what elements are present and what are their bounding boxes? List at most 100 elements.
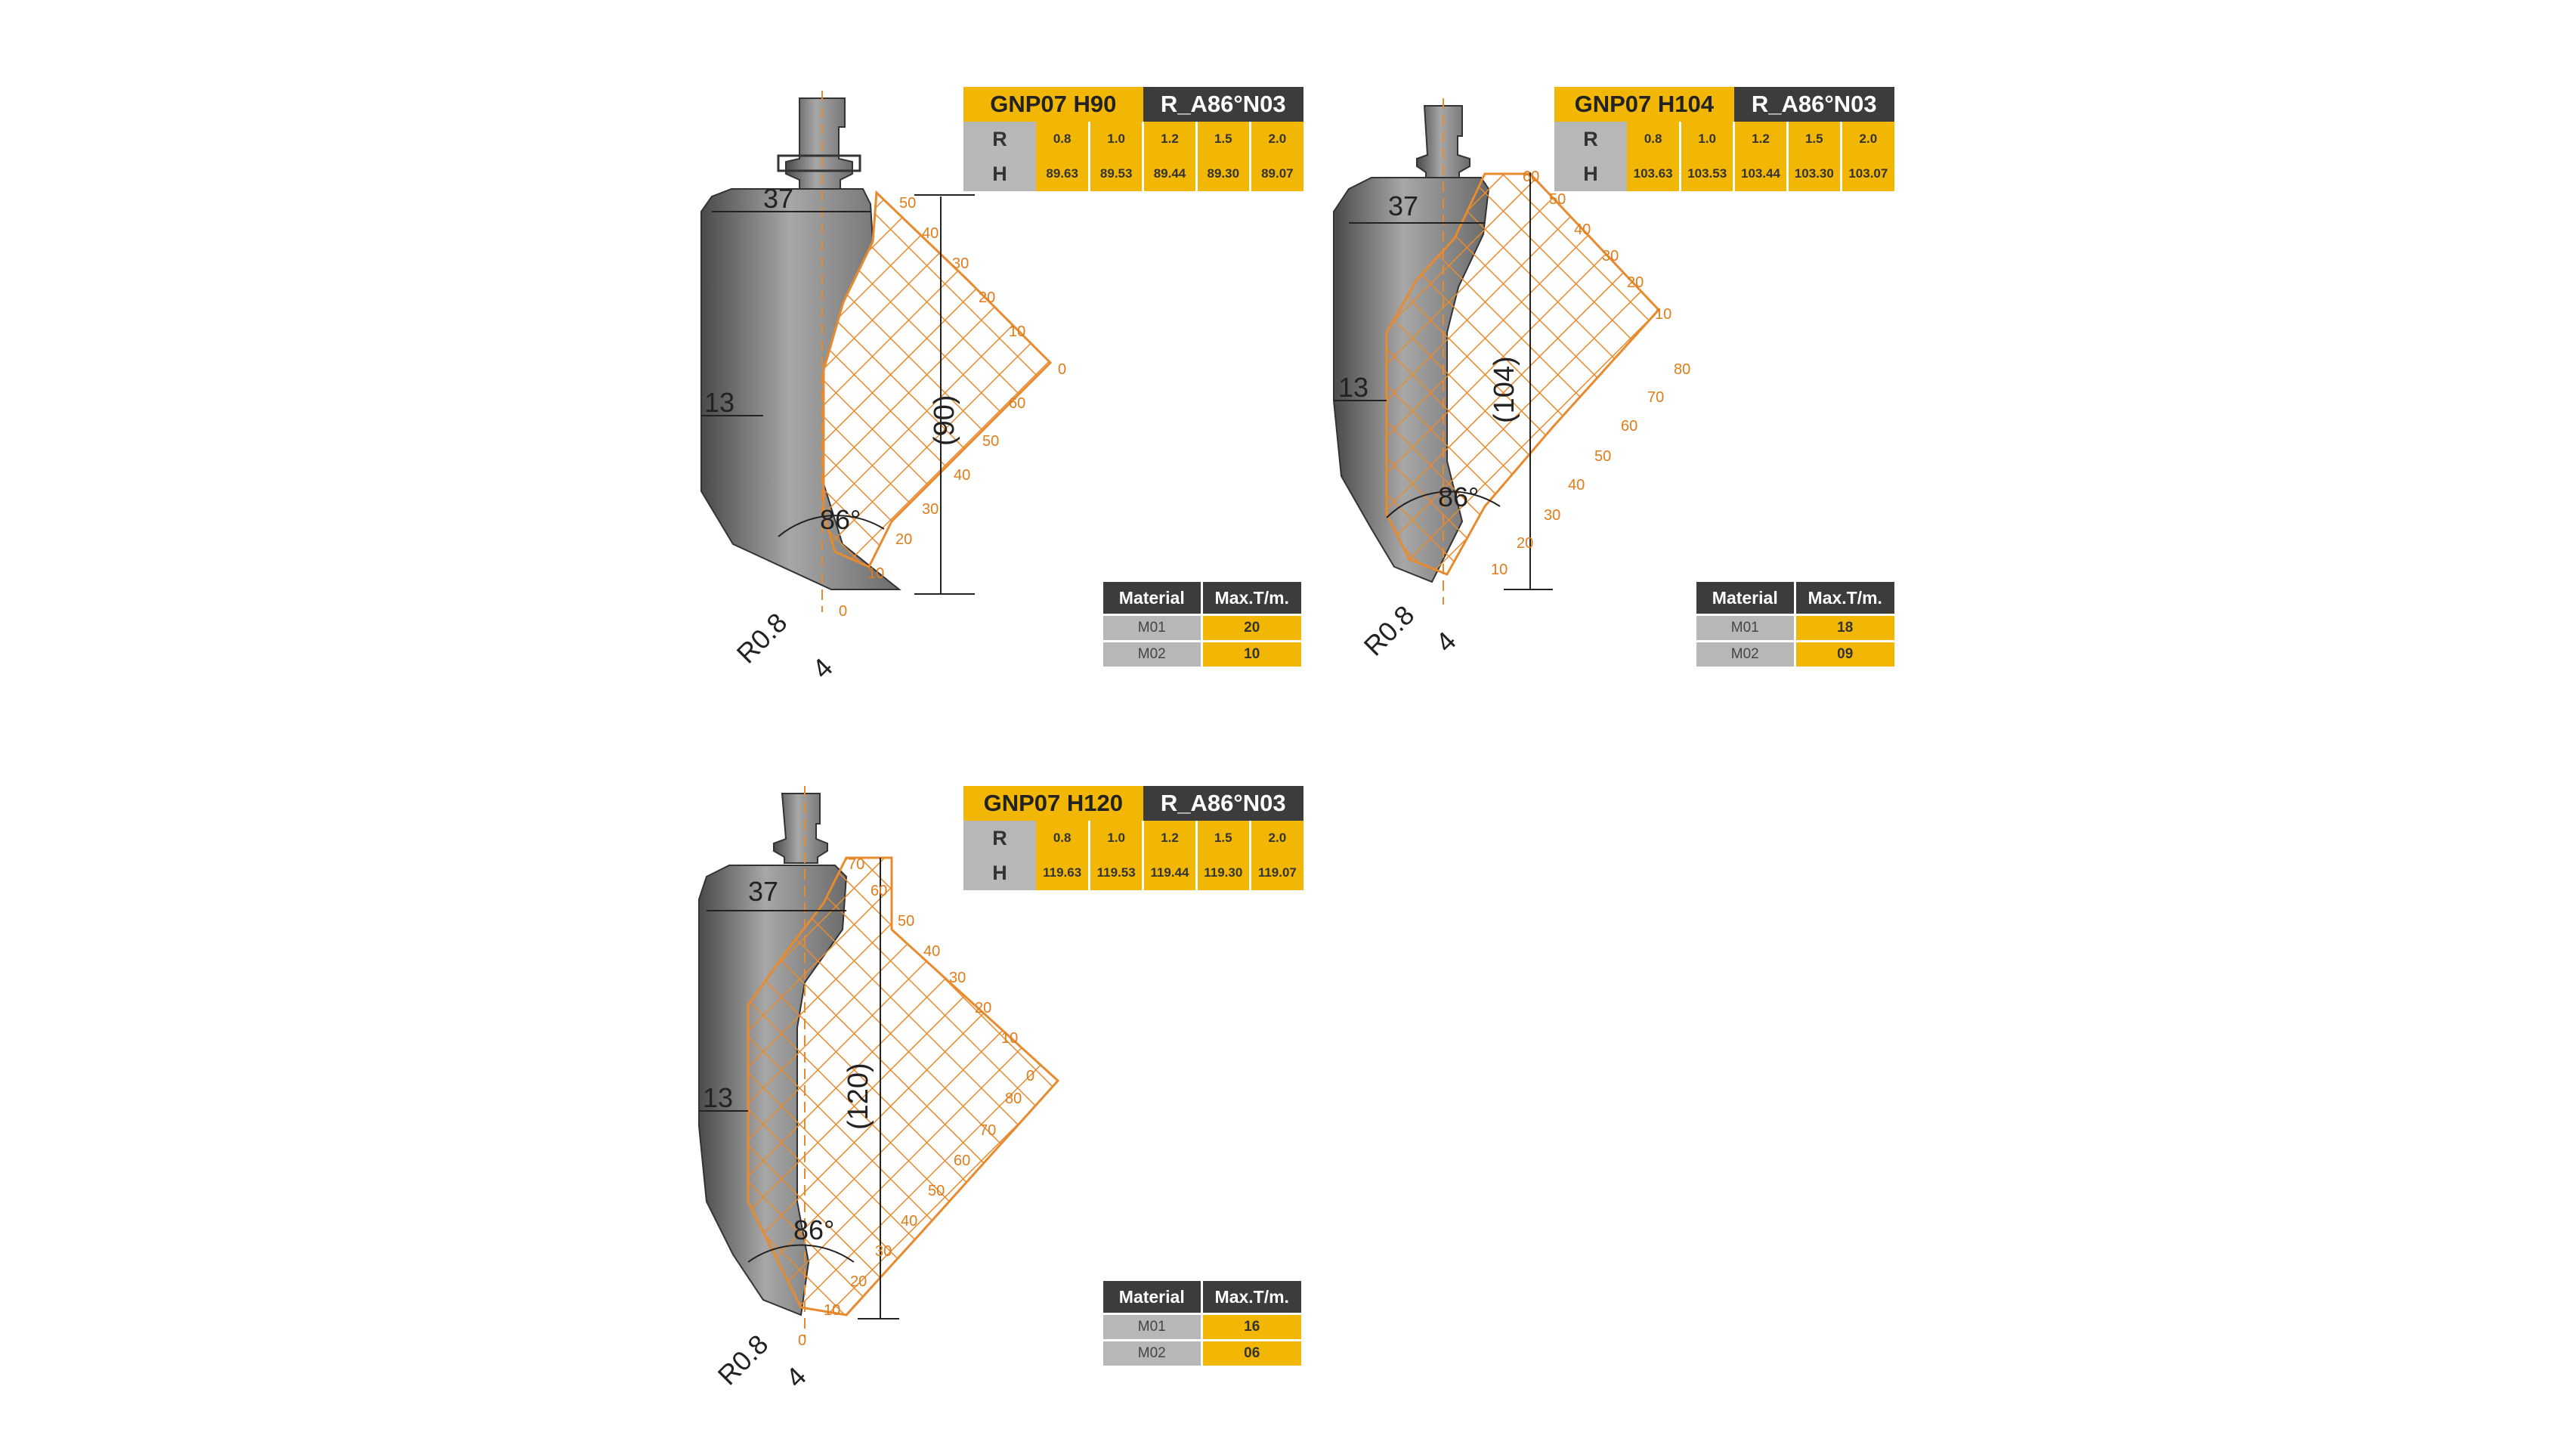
svg-text:40: 40	[1574, 221, 1591, 238]
h-value: 119.44	[1142, 855, 1197, 890]
r-value: 1.0	[1088, 122, 1143, 156]
spec-table-h90: GNP07 H90 R_A86°N03 R 0.8 1.0 1.2 1.5 2.…	[963, 87, 1303, 191]
svg-text:10: 10	[1491, 562, 1508, 578]
r-value: 1.5	[1195, 122, 1251, 156]
svg-text:0: 0	[798, 1332, 806, 1349]
dim-angle: 86°	[1438, 481, 1479, 512]
svg-text:20: 20	[1517, 535, 1533, 552]
tonnage-header: Max.T/m.	[1200, 1281, 1301, 1314]
r-value: 1.2	[1142, 821, 1197, 855]
h-value: 103.63	[1627, 156, 1681, 191]
material-tonnage: 16	[1200, 1313, 1301, 1341]
material-name: M02	[1696, 640, 1795, 667]
tool-code: R_A86°N03	[1733, 87, 1894, 122]
r-value: 1.0	[1679, 122, 1734, 156]
r-value: 1.0	[1088, 821, 1143, 855]
svg-text:60: 60	[954, 1152, 970, 1169]
material-table-h90: Material Max.T/m. M01 20 M02 10	[1103, 582, 1301, 667]
scale-lower: 60 50 40 30 20 10 0	[839, 395, 1025, 620]
h-value: 89.63	[1036, 156, 1090, 191]
svg-text:20: 20	[1627, 274, 1644, 291]
svg-text:40: 40	[954, 467, 970, 484]
svg-text:50: 50	[1594, 448, 1611, 465]
working-grid	[1385, 172, 1661, 576]
material-name: M01	[1696, 614, 1795, 642]
dim-radius: R0.8	[731, 607, 793, 670]
h-label: H	[963, 156, 1036, 191]
h-label: H	[1554, 156, 1627, 191]
h-value: 89.30	[1195, 156, 1251, 191]
r-value: 2.0	[1248, 821, 1303, 855]
r-value: 2.0	[1839, 122, 1894, 156]
r-value: 0.8	[1627, 122, 1681, 156]
svg-text:60: 60	[871, 883, 887, 899]
r-value: 1.2	[1142, 122, 1197, 156]
punch-drawing-h104: 37 13 (104) 86° R0.8 4 60 50 40 30 20 10…	[1333, 98, 1690, 662]
h-value: 119.63	[1036, 855, 1090, 890]
h-value: 89.07	[1248, 156, 1303, 191]
svg-text:20: 20	[975, 1000, 991, 1016]
dim-width: 37	[1388, 190, 1418, 221]
svg-text:10: 10	[1009, 323, 1025, 340]
svg-text:20: 20	[979, 289, 995, 306]
svg-text:20: 20	[895, 531, 912, 548]
h-value: 103.53	[1679, 156, 1734, 191]
r-value: 1.2	[1733, 122, 1788, 156]
h-label: H	[963, 855, 1036, 890]
model-name: GNP07 H90	[963, 87, 1143, 122]
r-value: 2.0	[1248, 122, 1303, 156]
punch-drawing-h90: 37 13 (90) 86° R0.8 4 50 40 30 20 10 0 6…	[700, 91, 1066, 680]
svg-text:60: 60	[1523, 169, 1539, 185]
dim-tip: 4	[780, 1361, 812, 1394]
svg-text:10: 10	[1655, 306, 1671, 323]
r-label: R	[1554, 122, 1627, 156]
tool-panel-h120: 37 13 (120) 86° R0.8 4 70 60 50 40 30 20…	[673, 778, 1322, 1398]
dim-tip: 4	[1430, 626, 1462, 658]
svg-text:40: 40	[923, 943, 940, 960]
working-grid	[747, 856, 1060, 1316]
clamp-ring	[777, 154, 861, 172]
punch-drawing-h120: 37 13 (120) 86° R0.8 4 70 60 50 40 30 20…	[698, 786, 1060, 1394]
svg-text:70: 70	[848, 856, 864, 873]
svg-text:40: 40	[901, 1213, 917, 1230]
tonnage-header: Max.T/m.	[1200, 582, 1301, 615]
scale-upper: 50 40 30 20 10 0	[899, 195, 1066, 378]
svg-text:0: 0	[839, 603, 847, 620]
svg-text:30: 30	[922, 501, 939, 518]
dim-radius: R0.8	[712, 1329, 775, 1391]
svg-text:60: 60	[1009, 395, 1025, 412]
material-tonnage: 20	[1200, 614, 1301, 642]
svg-text:50: 50	[898, 913, 914, 930]
dim-angle: 86°	[820, 504, 861, 535]
r-value: 1.5	[1786, 122, 1842, 156]
r-label: R	[963, 821, 1036, 855]
material-header: Material	[1696, 582, 1795, 615]
material-header: Material	[1103, 1281, 1201, 1314]
model-name: GNP07 H104	[1554, 87, 1734, 122]
dim-neck: 13	[704, 387, 734, 418]
material-tonnage: 06	[1200, 1339, 1301, 1366]
dim-neck: 13	[1338, 372, 1368, 403]
h-value: 103.44	[1733, 156, 1788, 191]
material-name: M01	[1103, 1313, 1201, 1341]
material-name: M01	[1103, 614, 1201, 642]
tool-panel-h104: 37 13 (104) 86° R0.8 4 60 50 40 30 20 10…	[1303, 83, 1953, 680]
spec-table-h120: GNP07 H120 R_A86°N03 R 0.8 1.0 1.2 1.5 2…	[963, 786, 1303, 890]
dim-angle: 86°	[793, 1214, 834, 1245]
svg-text:10: 10	[867, 565, 884, 582]
svg-text:10: 10	[824, 1302, 840, 1319]
h-value: 89.53	[1088, 156, 1143, 191]
material-name: M02	[1103, 1339, 1201, 1366]
working-grid	[822, 190, 1053, 568]
dim-radius: R0.8	[1358, 599, 1421, 662]
svg-text:0: 0	[1058, 361, 1066, 378]
dim-tip: 4	[806, 652, 839, 680]
svg-text:50: 50	[1549, 191, 1566, 208]
svg-text:40: 40	[1568, 477, 1585, 493]
h-value: 119.30	[1195, 855, 1251, 890]
model-name: GNP07 H120	[963, 786, 1143, 821]
svg-text:80: 80	[1674, 361, 1690, 378]
r-value: 0.8	[1036, 821, 1090, 855]
svg-text:30: 30	[875, 1243, 892, 1260]
r-value: 1.5	[1195, 821, 1251, 855]
